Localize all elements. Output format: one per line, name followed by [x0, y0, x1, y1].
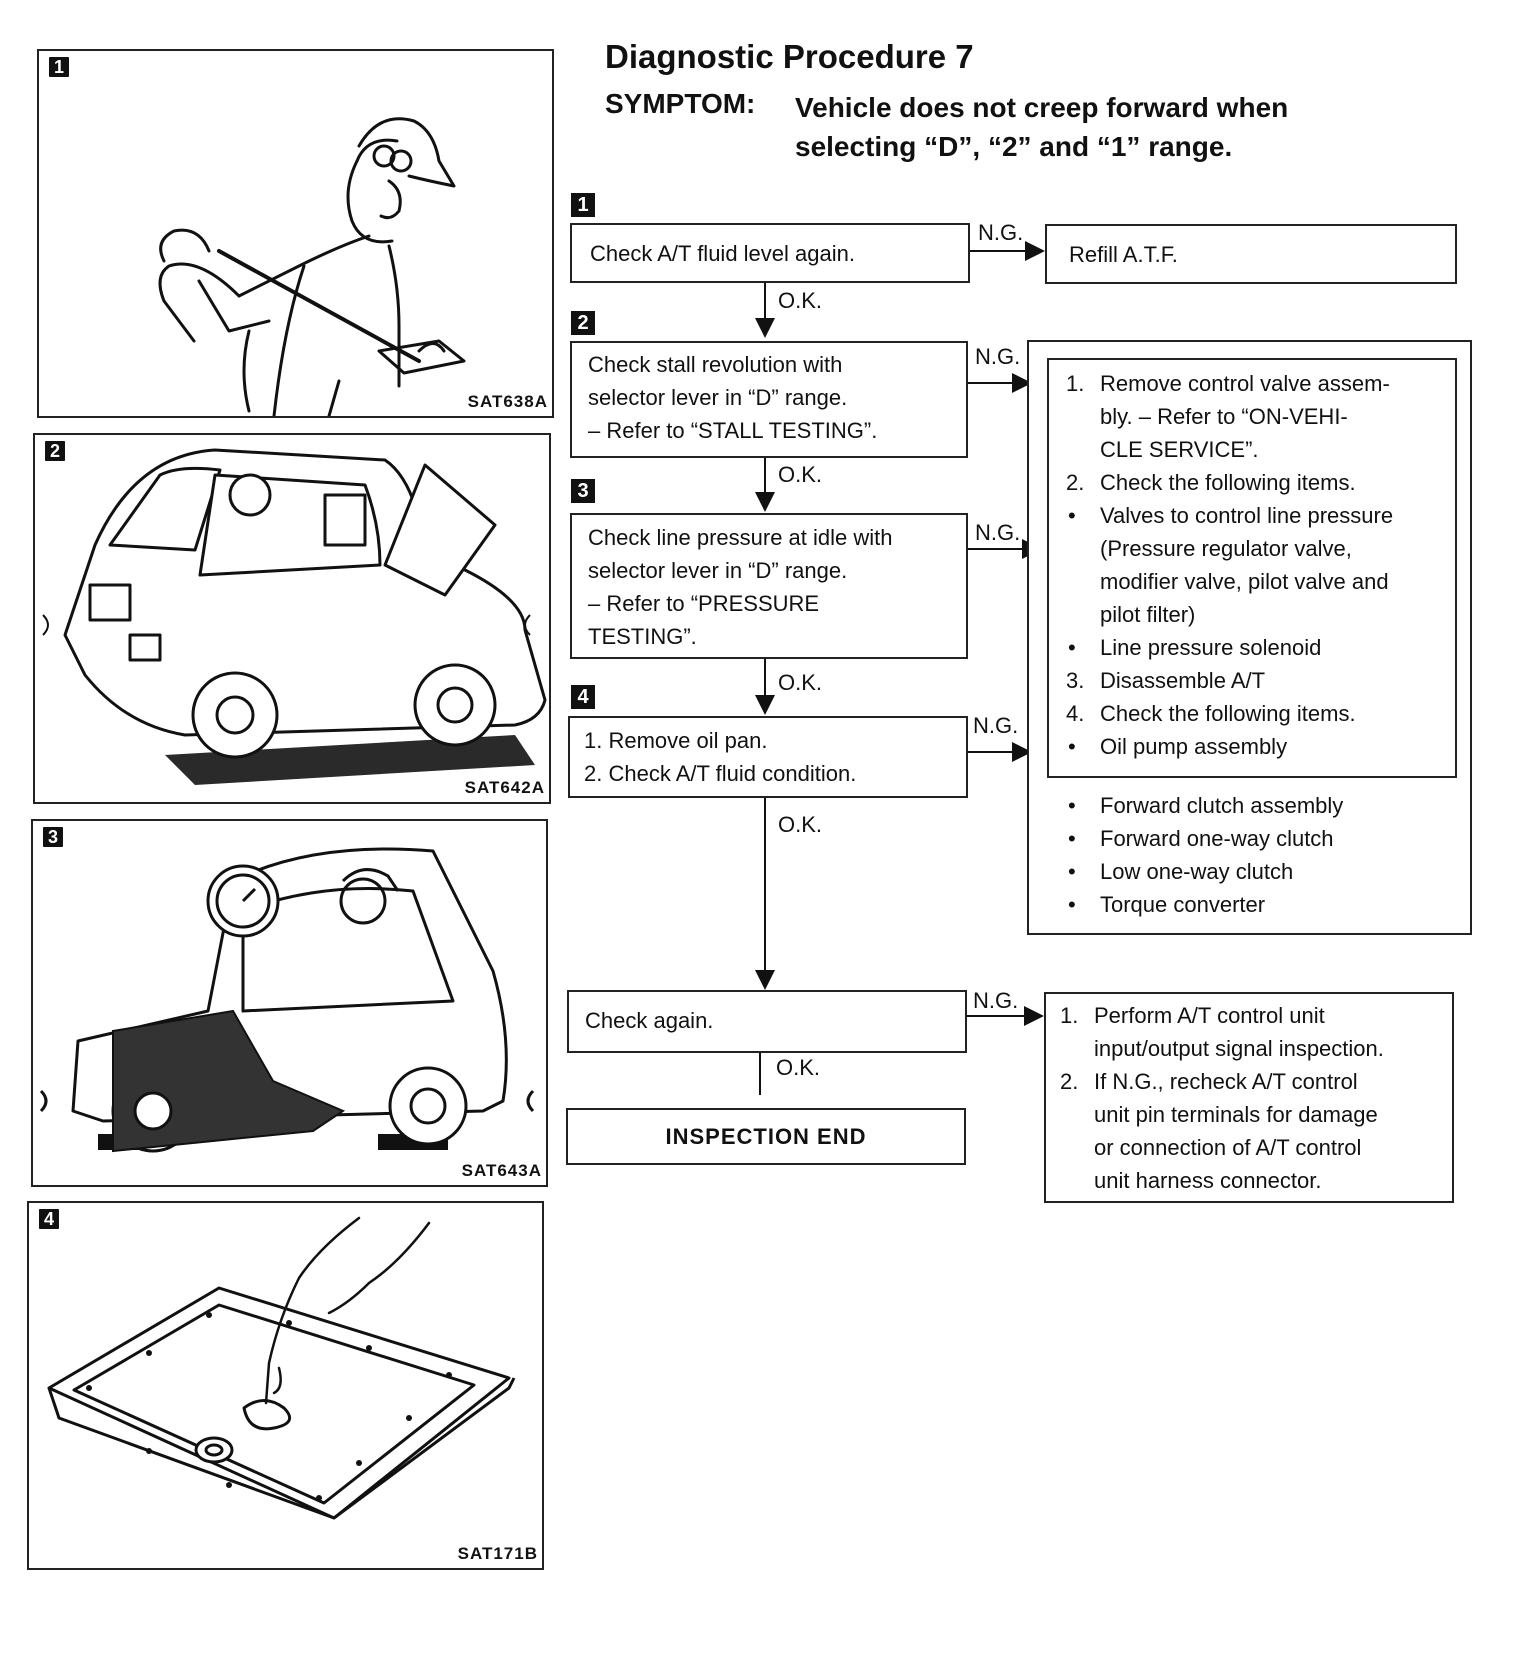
figure-caption: SAT643A: [461, 1161, 542, 1180]
repair-item-text: Remove control valve assem-: [1100, 371, 1390, 396]
step-text: TESTING”.: [588, 624, 697, 649]
bullet-marker: •: [1068, 635, 1076, 660]
figure-caption: SAT638A: [467, 392, 548, 411]
step-text: 1. Remove oil pan.: [584, 728, 768, 753]
step-badge: 2: [571, 311, 595, 335]
repair-item-text: Check the following items.: [1100, 470, 1356, 495]
figure-number-badge: 3: [43, 827, 63, 847]
step-text: Check again.: [585, 1008, 714, 1033]
refill-text: Refill A.T.F.: [1069, 242, 1178, 267]
repair-item-text: Oil pump assembly: [1100, 734, 1288, 759]
repair-item-text: CLE SERVICE”.: [1100, 437, 1259, 462]
repair-item-text: modifier valve, pilot valve and: [1100, 569, 1389, 594]
ng-label: N.G.: [975, 520, 1021, 545]
repair-item-text: Valves to control line pressure: [1100, 503, 1394, 528]
step-box-check-fluid-level: Check A/T fluid level again.: [570, 223, 970, 283]
inspection-end-box: INSPECTION END: [566, 1108, 966, 1165]
repair-item-marker: 3.: [1066, 668, 1085, 693]
ng-label: N.G.: [978, 220, 1024, 245]
ng-label: N.G.: [973, 988, 1019, 1013]
repair-inner-box: [1047, 358, 1457, 778]
repair-item-text: Disassemble A/T: [1100, 668, 1266, 693]
control-item-text: or connection of A/T control: [1094, 1135, 1362, 1160]
repair-extra-item: Torque converter: [1100, 892, 1266, 917]
step-box-fluid-condition: 1. Remove oil pan. 2. Check A/T fluid co…: [568, 716, 968, 798]
figure-number-badge: 2: [45, 441, 65, 461]
figure-panel-2: 2 SAT642A: [33, 433, 551, 804]
repair-item-text: Line pressure solenoid: [1100, 635, 1322, 660]
control-item-text: input/output signal inspection.: [1094, 1036, 1384, 1061]
control-item-marker: 1.: [1060, 1003, 1079, 1028]
refill-atf-box: Refill A.T.F.: [1045, 224, 1457, 284]
technician-with-pressure-gauge-illustration: [39, 847, 535, 1153]
ok-label: O.K.: [778, 670, 823, 695]
step-box-line-pressure: Check line pressure at idle with selecto…: [570, 513, 968, 659]
control-item-marker: 2.: [1060, 1069, 1079, 1094]
repair-item-marker: 2.: [1066, 470, 1085, 495]
repair-item-text: bly. – Refer to “ON-VEHI-: [1100, 404, 1348, 429]
step-text: selector lever in “D” range.: [588, 558, 848, 583]
repair-item-text: Check the following items.: [1100, 701, 1356, 726]
step-text: Check stall revolution with: [588, 352, 843, 377]
step-badge: 1: [571, 193, 595, 217]
step-text: – Refer to “PRESSURE: [588, 591, 820, 616]
repair-item-marker: 4.: [1066, 701, 1085, 726]
bullet-marker: •: [1068, 793, 1076, 818]
figure-number-badge: 1: [49, 57, 69, 77]
bullet-marker: •: [1068, 734, 1076, 759]
bullet-marker: •: [1068, 859, 1076, 884]
repair-item-marker: 1.: [1066, 371, 1085, 396]
control-item-text: unit harness connector.: [1094, 1168, 1322, 1193]
figure-panel-3: 3 SAT643A: [31, 819, 548, 1187]
symptom-label: SYMPTOM:: [605, 88, 756, 119]
ok-label: O.K.: [778, 812, 823, 837]
bullet-marker: •: [1068, 826, 1076, 851]
figure-panel-4: 4 SAT171B: [27, 1201, 544, 1570]
bullet-marker: •: [1068, 503, 1076, 528]
repair-extra-item: Forward one-way clutch: [1100, 826, 1334, 851]
figure-caption: SAT642A: [464, 778, 545, 797]
repair-extra-item: Low one-way clutch: [1100, 859, 1294, 884]
step-badge: 3: [571, 479, 595, 503]
figure-caption: SAT171B: [457, 1544, 538, 1563]
ok-label: O.K.: [778, 288, 823, 313]
bullet-marker: •: [1068, 892, 1076, 917]
repair-extra-item: Forward clutch assembly: [1100, 793, 1344, 818]
repair-item-text: pilot filter): [1100, 602, 1196, 627]
ok-label: O.K.: [776, 1055, 821, 1080]
control-item-text: unit pin terminals for damage: [1094, 1102, 1378, 1127]
step-text: – Refer to “STALL TESTING”.: [588, 418, 878, 443]
page-title: Diagnostic Procedure 7: [605, 38, 974, 75]
figure-panel-1: 1 SAT638A: [37, 49, 554, 418]
step-box-check-again: Check again.: [567, 990, 967, 1053]
technician-checking-dipstick-illustration: [158, 117, 466, 416]
step-text: Check line pressure at idle with: [588, 525, 893, 550]
control-item-text: If N.G., recheck A/T control: [1094, 1069, 1358, 1094]
figure-number-badge: 4: [39, 1209, 59, 1229]
step-box-stall-test: Check stall revolution with selector lev…: [570, 341, 968, 458]
ng-label: N.G.: [975, 344, 1021, 369]
symptom-description: Vehicle does not creep forward when sele…: [795, 88, 1415, 166]
repair-item-text: (Pressure regulator valve,: [1100, 536, 1352, 561]
step-badge: 4: [571, 685, 595, 709]
technician-in-car-stall-test-illustration: [42, 448, 547, 785]
symptom-line: selecting “D”, “2” and “1” range.: [795, 131, 1233, 162]
oil-pan-inspection-illustration: [47, 1216, 516, 1520]
ok-label: O.K.: [778, 462, 823, 487]
symptom-line: Vehicle does not creep forward when: [795, 92, 1289, 123]
step-text: 2. Check A/T fluid condition.: [584, 761, 857, 786]
control-item-text: Perform A/T control unit: [1094, 1003, 1325, 1028]
step-text: Check A/T fluid level again.: [590, 241, 855, 266]
step-text: selector lever in “D” range.: [588, 385, 848, 410]
control-unit-box: [1044, 992, 1454, 1203]
inspection-end-text: INSPECTION END: [665, 1124, 867, 1149]
ng-label: N.G.: [973, 713, 1019, 738]
